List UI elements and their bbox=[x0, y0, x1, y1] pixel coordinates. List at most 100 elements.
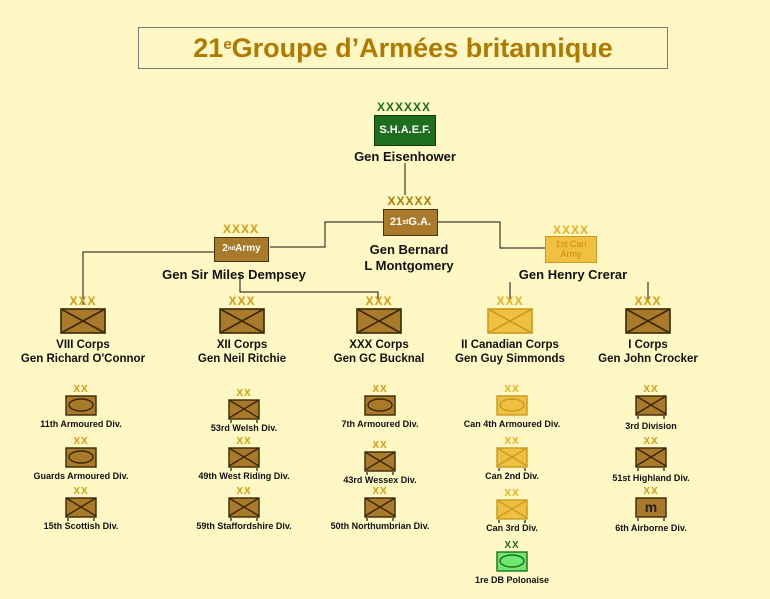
group-commander-line1: Gen Bernard bbox=[369, 242, 449, 257]
division-symbol bbox=[228, 447, 260, 472]
corps-echelon: XXX bbox=[634, 294, 662, 308]
group-box-num: 21 bbox=[389, 215, 403, 228]
group-box-sup: st bbox=[402, 218, 409, 226]
infantry-icon bbox=[228, 497, 260, 521]
division-name: 15th Scottish Div. bbox=[43, 521, 119, 531]
infantry-icon bbox=[228, 447, 260, 471]
infantry-icon bbox=[228, 399, 260, 423]
infantry-icon bbox=[496, 447, 528, 471]
division-name: 43rd Wessex Div. bbox=[343, 475, 417, 485]
division-echelon: XX bbox=[73, 384, 89, 395]
division-name: 3rd Division bbox=[625, 421, 677, 431]
group-box-text: G.A. bbox=[408, 215, 432, 228]
infantry-icon bbox=[65, 497, 97, 521]
title-sup: e bbox=[223, 35, 232, 53]
division-symbol bbox=[65, 497, 97, 522]
infantry-icon bbox=[60, 308, 106, 334]
corps-commander: Gen Neil Ritchie bbox=[197, 353, 287, 365]
shaef-commander: Gen Eisenhower bbox=[354, 149, 456, 164]
division-name: 11th Armoured Div. bbox=[40, 419, 122, 429]
corps-name: XXX Corps bbox=[349, 339, 409, 351]
division-symbol bbox=[635, 447, 667, 472]
infantry-icon bbox=[496, 499, 528, 523]
title-number: 21 bbox=[193, 32, 224, 63]
armour-icon bbox=[65, 395, 97, 416]
division-symbol bbox=[364, 451, 396, 476]
division-echelon: XX bbox=[372, 486, 388, 497]
corps-name: VIII Corps bbox=[56, 339, 110, 351]
second-army-echelon: XXXX bbox=[222, 222, 260, 236]
division-symbol bbox=[635, 395, 667, 420]
division-symbol bbox=[228, 399, 260, 424]
division-symbol bbox=[364, 497, 396, 522]
division-echelon: XX bbox=[236, 436, 252, 447]
corps-commander: Gen Guy Simmonds bbox=[455, 353, 565, 365]
infantry-icon bbox=[356, 308, 402, 334]
division-symbol bbox=[65, 395, 97, 420]
division-echelon: XX bbox=[372, 440, 388, 451]
corps-symbol bbox=[487, 308, 533, 334]
division-name: 49th West Riding Div. bbox=[198, 471, 290, 481]
division-symbol bbox=[228, 497, 260, 522]
group-commander: Gen Bernard L Montgomery bbox=[364, 242, 453, 273]
corps-echelon: XXX bbox=[496, 294, 524, 308]
infantry-icon bbox=[487, 308, 533, 334]
can-army-box: 1st Can Army bbox=[545, 236, 597, 263]
second-army-num: 2 bbox=[222, 243, 228, 255]
division-name: 1re DB Polonaise bbox=[474, 575, 550, 585]
division-echelon: XX bbox=[643, 384, 659, 395]
can-army-commander: Gen Henry Crerar bbox=[518, 267, 628, 282]
corps-commander: Gen GC Bucknal bbox=[333, 353, 425, 365]
corps-symbol bbox=[219, 308, 265, 334]
division-name: 6th Airborne Div. bbox=[615, 523, 687, 533]
armour-icon bbox=[65, 447, 97, 468]
corps-echelon: XXX bbox=[365, 294, 393, 308]
group-echelon: XXXXX bbox=[387, 194, 433, 208]
infantry-icon bbox=[219, 308, 265, 334]
division-echelon: XX bbox=[504, 540, 520, 551]
division-echelon: XX bbox=[643, 486, 659, 497]
corps-echelon: XXX bbox=[69, 294, 97, 308]
corps-echelon: XXX bbox=[228, 294, 256, 308]
division-name: 51st Highland Div. bbox=[612, 473, 690, 483]
svg-text:m: m bbox=[645, 499, 657, 515]
corps-name: XII Corps bbox=[216, 339, 268, 351]
second-army-commander: Gen Sir Miles Dempsey bbox=[162, 267, 306, 282]
armour-icon bbox=[364, 395, 396, 416]
division-symbol bbox=[496, 551, 528, 576]
second-army-text: Army bbox=[235, 243, 261, 255]
infantry-icon bbox=[364, 497, 396, 521]
shaef-box: S.H.A.E.F. bbox=[374, 115, 436, 146]
second-army-sup: nd bbox=[227, 246, 236, 253]
corps-name: II Canadian Corps bbox=[461, 339, 559, 351]
division-name: Can 4th Armoured Div. bbox=[463, 419, 561, 429]
division-symbol bbox=[496, 499, 528, 524]
infantry-icon bbox=[364, 451, 396, 475]
division-symbol bbox=[496, 447, 528, 472]
division-name: 53rd Welsh Div. bbox=[210, 423, 278, 433]
division-name: Can 2nd Div. bbox=[485, 471, 539, 481]
division-echelon: XX bbox=[73, 436, 89, 447]
corps-commander: Gen Richard O'Connor bbox=[20, 353, 146, 365]
infantry-icon bbox=[625, 308, 671, 334]
can-army-echelon: XXXX bbox=[552, 223, 590, 237]
shaef-echelon: XXXXXX bbox=[376, 100, 432, 114]
division-symbol: m bbox=[635, 497, 667, 522]
title-text: Groupe d’Armées britannique bbox=[231, 32, 613, 63]
corps-symbol bbox=[625, 308, 671, 334]
division-name: 59th Staffordshire Div. bbox=[196, 521, 292, 531]
airborne-icon: m bbox=[635, 497, 667, 521]
division-echelon: XX bbox=[504, 488, 520, 499]
corps-symbol bbox=[60, 308, 106, 334]
armour-icon bbox=[496, 395, 528, 416]
infantry-icon bbox=[635, 447, 667, 471]
division-echelon: XX bbox=[73, 486, 89, 497]
division-echelon: XX bbox=[236, 486, 252, 497]
division-echelon: XX bbox=[372, 384, 388, 395]
corps-commander: Gen John Crocker bbox=[598, 353, 698, 365]
division-echelon: XX bbox=[504, 436, 520, 447]
division-name: 7th Armoured Div. bbox=[341, 419, 419, 429]
